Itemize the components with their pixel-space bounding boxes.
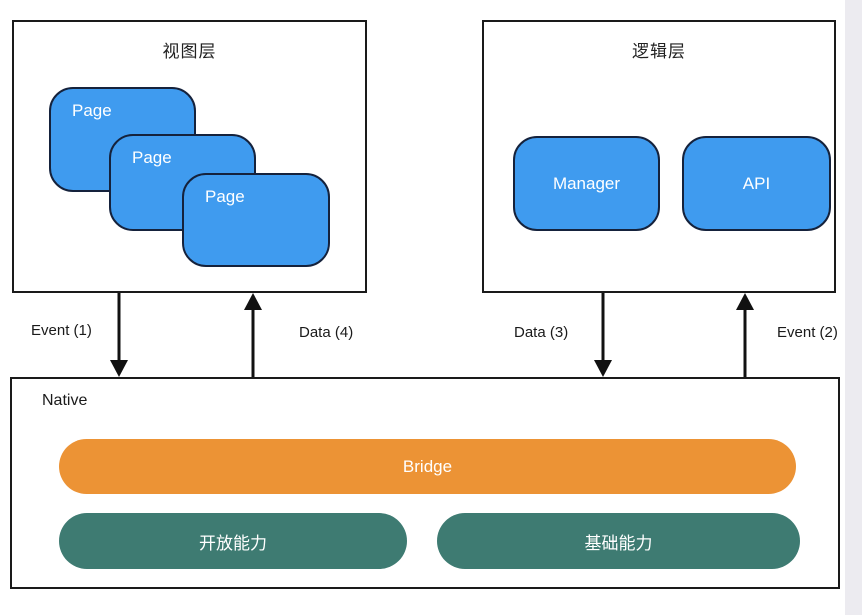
arrow-head-icon bbox=[594, 360, 612, 377]
event-1-label: Event (1) bbox=[31, 322, 92, 339]
event-1-down-arrow-icon bbox=[110, 293, 128, 377]
logic-layer-title: 逻辑层 bbox=[632, 42, 686, 61]
data-4-label: Data (4) bbox=[299, 324, 354, 341]
page-card-1-label: Page bbox=[72, 101, 112, 120]
native-layer-title: Native bbox=[42, 392, 88, 409]
page-right-gutter bbox=[845, 0, 862, 615]
manager-module-box: Manager bbox=[513, 136, 660, 231]
page-card-3: Page bbox=[182, 173, 330, 267]
native-layer-box: Native Bridge 开放能力 基础能力 bbox=[10, 377, 840, 589]
arrow-head-icon bbox=[110, 360, 128, 377]
data-4-up-arrow-icon bbox=[244, 293, 262, 377]
api-module-label: API bbox=[742, 173, 771, 193]
data-3-down-arrow-icon bbox=[594, 293, 612, 377]
basic-capability-label: 基础能力 bbox=[584, 533, 653, 553]
bridge-pill-label: Bridge bbox=[402, 456, 453, 476]
basic-capability-pill: 基础能力 bbox=[437, 513, 800, 569]
logic-layer-box: 逻辑层 Manager API bbox=[482, 20, 836, 293]
arrow-line bbox=[743, 309, 747, 377]
arrow-line bbox=[601, 293, 605, 361]
bridge-pill: Bridge bbox=[59, 439, 796, 494]
event-2-up-arrow-icon bbox=[736, 293, 754, 377]
page-card-3-label: Page bbox=[205, 187, 245, 206]
arrow-head-icon bbox=[244, 293, 262, 310]
open-capability-label: 开放能力 bbox=[199, 533, 267, 553]
open-capability-pill: 开放能力 bbox=[59, 513, 407, 569]
arrow-line bbox=[117, 293, 121, 361]
api-module-box: API bbox=[682, 136, 831, 231]
arrow-head-icon bbox=[736, 293, 754, 310]
manager-module-label: Manager bbox=[552, 173, 621, 193]
event-2-label: Event (2) bbox=[777, 324, 838, 341]
arrow-line bbox=[251, 309, 255, 377]
page-card-2-label: Page bbox=[132, 148, 172, 167]
view-layer-box: 视图层 Page Page Page bbox=[12, 20, 367, 293]
data-3-label: Data (3) bbox=[514, 324, 569, 341]
view-layer-title: 视图层 bbox=[162, 42, 217, 61]
